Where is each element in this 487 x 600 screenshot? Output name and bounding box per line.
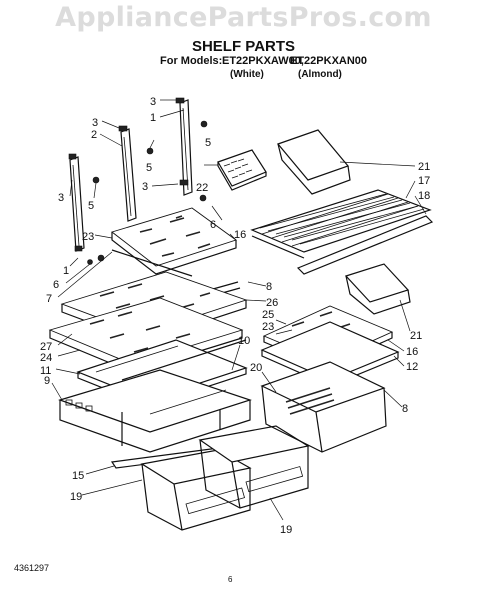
model-number-white: ET22PKXAW00, <box>222 55 304 67</box>
callout-3-mid: 3 <box>142 181 148 193</box>
callout-23-left: 23 <box>82 231 94 243</box>
door-bin-upper <box>276 129 351 195</box>
callout-21-lower: 21 <box>410 330 422 342</box>
callout-22: 22 <box>196 182 208 194</box>
callout-2: 2 <box>91 129 97 141</box>
leader-lines <box>51 99 427 521</box>
callout-23-right: 23 <box>262 321 274 333</box>
page-number: 6 <box>228 575 233 584</box>
model-number-almond: ET22PKXAN00 <box>290 55 368 67</box>
callout-16-lower: 16 <box>406 346 418 358</box>
callout-6-left: 6 <box>53 279 59 291</box>
diagram-title: SHELF PARTS <box>191 38 296 55</box>
callout-1-top: 1 <box>150 112 156 124</box>
callout-5-top: 5 <box>205 137 211 149</box>
wire-shelf <box>250 189 432 259</box>
meat-pan <box>260 361 387 453</box>
callout-26: 26 <box>266 297 278 309</box>
callout-12: 12 <box>406 361 418 373</box>
callout-27: 27 <box>40 341 52 353</box>
callout-11: 11 <box>40 365 51 377</box>
callout-15: 15 <box>72 470 84 482</box>
callout-24: 24 <box>40 352 52 364</box>
screw-set <box>87 120 208 265</box>
callout-16-upper: 16 <box>234 229 246 241</box>
callout-7: 7 <box>46 293 52 305</box>
variant-almond: (Almond) <box>298 69 342 80</box>
callout-numbers: 3 1 5 3 2 5 3 5 3 22 6 16 23 1 6 7 8 26 … <box>40 96 430 536</box>
egg-tray <box>217 149 267 191</box>
callout-9: 9 <box>44 375 50 387</box>
shelf-support-rail-center <box>118 125 137 222</box>
callout-5-left: 5 <box>88 200 94 212</box>
callout-6-right: 6 <box>210 219 216 231</box>
callout-19-left: 19 <box>70 491 82 503</box>
models-label: For Models: <box>160 55 223 67</box>
wire-shelf-rail <box>296 215 434 275</box>
document-number: 4361297 <box>14 563 50 573</box>
callout-3-left: 3 <box>58 192 64 204</box>
callout-3-center: 3 <box>92 117 98 129</box>
watermark: AppliancePartsPros.com <box>55 2 432 33</box>
callout-5-center: 5 <box>146 162 152 174</box>
callout-20: 20 <box>250 362 262 374</box>
callout-17: 17 <box>418 175 430 187</box>
callout-8-right: 8 <box>402 403 408 415</box>
shelf-support-rail-left <box>68 153 85 252</box>
crisper-frame-base <box>58 369 252 453</box>
callout-18: 18 <box>418 190 430 202</box>
door-bin-lower <box>344 263 411 315</box>
callout-25: 25 <box>262 309 274 321</box>
callout-8-mid: 8 <box>266 281 272 293</box>
callout-10: 10 <box>238 335 250 347</box>
variant-white: (White) <box>230 69 264 80</box>
shelf-support-rail-right <box>175 97 193 196</box>
callout-21-upper: 21 <box>418 161 430 173</box>
callout-1-left: 1 <box>63 265 69 277</box>
callout-3-top: 3 <box>150 96 156 108</box>
callout-19-right: 19 <box>280 524 292 536</box>
crisper-drawer-left <box>140 449 252 531</box>
crisper-drawer-right <box>198 425 310 509</box>
